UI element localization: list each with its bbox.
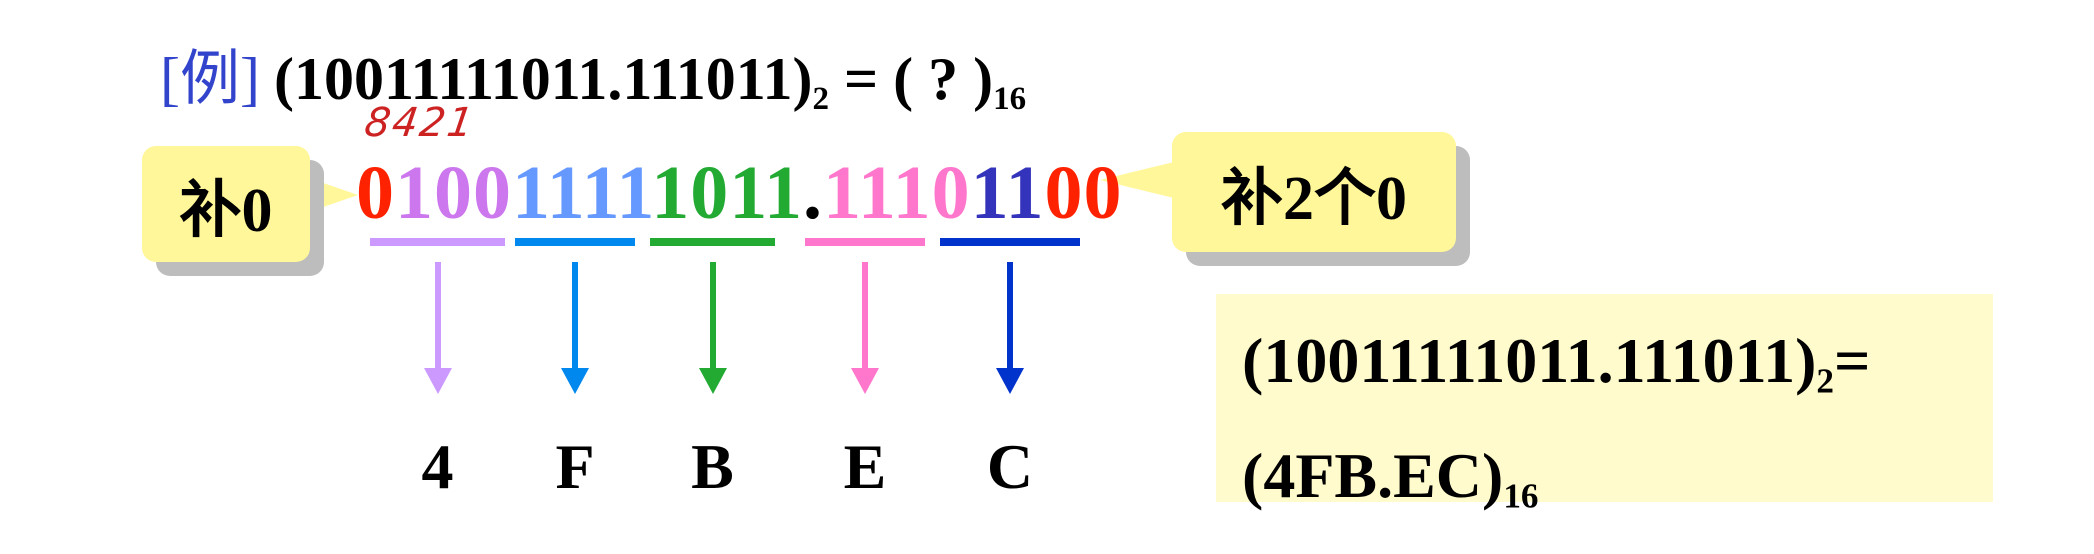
group-underline xyxy=(940,238,1080,246)
example-label: [例] xyxy=(160,46,260,112)
bit-segment: . xyxy=(803,151,824,235)
equals-question: = ( ? ) xyxy=(828,46,994,112)
hex-digit: C xyxy=(986,431,1034,502)
bit-segment: 0 xyxy=(356,151,395,235)
answer-hex: (4FB.EC) xyxy=(1242,439,1504,511)
hex-digit: F xyxy=(555,431,595,502)
bit-segment: 100 xyxy=(395,151,512,235)
left-callout-pointer xyxy=(300,175,358,215)
answer-base-16: 16 xyxy=(1503,476,1539,516)
down-arrow-icon xyxy=(698,262,727,394)
hex-digit: B xyxy=(691,431,734,502)
example-title: [例](10011111011.111011)2 = ( ? )16 xyxy=(160,30,1026,118)
right-callout-pointer xyxy=(1100,160,1182,200)
callout-pad-two-zeros-right: 补2个0 xyxy=(1172,132,1456,252)
hex-digit: E xyxy=(843,431,887,502)
down-arrow-icon xyxy=(996,262,1024,394)
binary-expression: (10011111011.111011) xyxy=(273,46,813,112)
answer-base-2: 2 xyxy=(1816,361,1834,401)
bit-segment: 00 xyxy=(1044,151,1123,235)
group-underline xyxy=(370,238,505,246)
down-arrow-icon xyxy=(423,262,452,394)
answer-binary: (10011111011.111011) xyxy=(1242,325,1817,396)
hex-digit: 4 xyxy=(421,431,454,502)
bit-segment: 1111 xyxy=(512,151,652,235)
answer-equals: = xyxy=(1833,325,1871,396)
group-underline xyxy=(650,238,775,246)
padded-binary-number: 010011111011.11101100 xyxy=(356,150,1122,237)
down-arrow-icon xyxy=(561,262,589,394)
callout-pad-zero-left: 补0 xyxy=(142,146,310,262)
bit-segment: 11 xyxy=(970,151,1045,235)
base-16: 16 xyxy=(993,80,1027,117)
bit-segment: 1110 xyxy=(823,151,971,235)
base-2: 2 xyxy=(812,80,829,117)
group-underline xyxy=(805,238,925,246)
down-arrow-icon xyxy=(851,262,879,394)
answer-box: (10011111011.111011)2= (4FB.EC)16 xyxy=(1216,294,1993,515)
bit-segment: 1011 xyxy=(651,151,804,235)
group-underline xyxy=(515,238,635,246)
